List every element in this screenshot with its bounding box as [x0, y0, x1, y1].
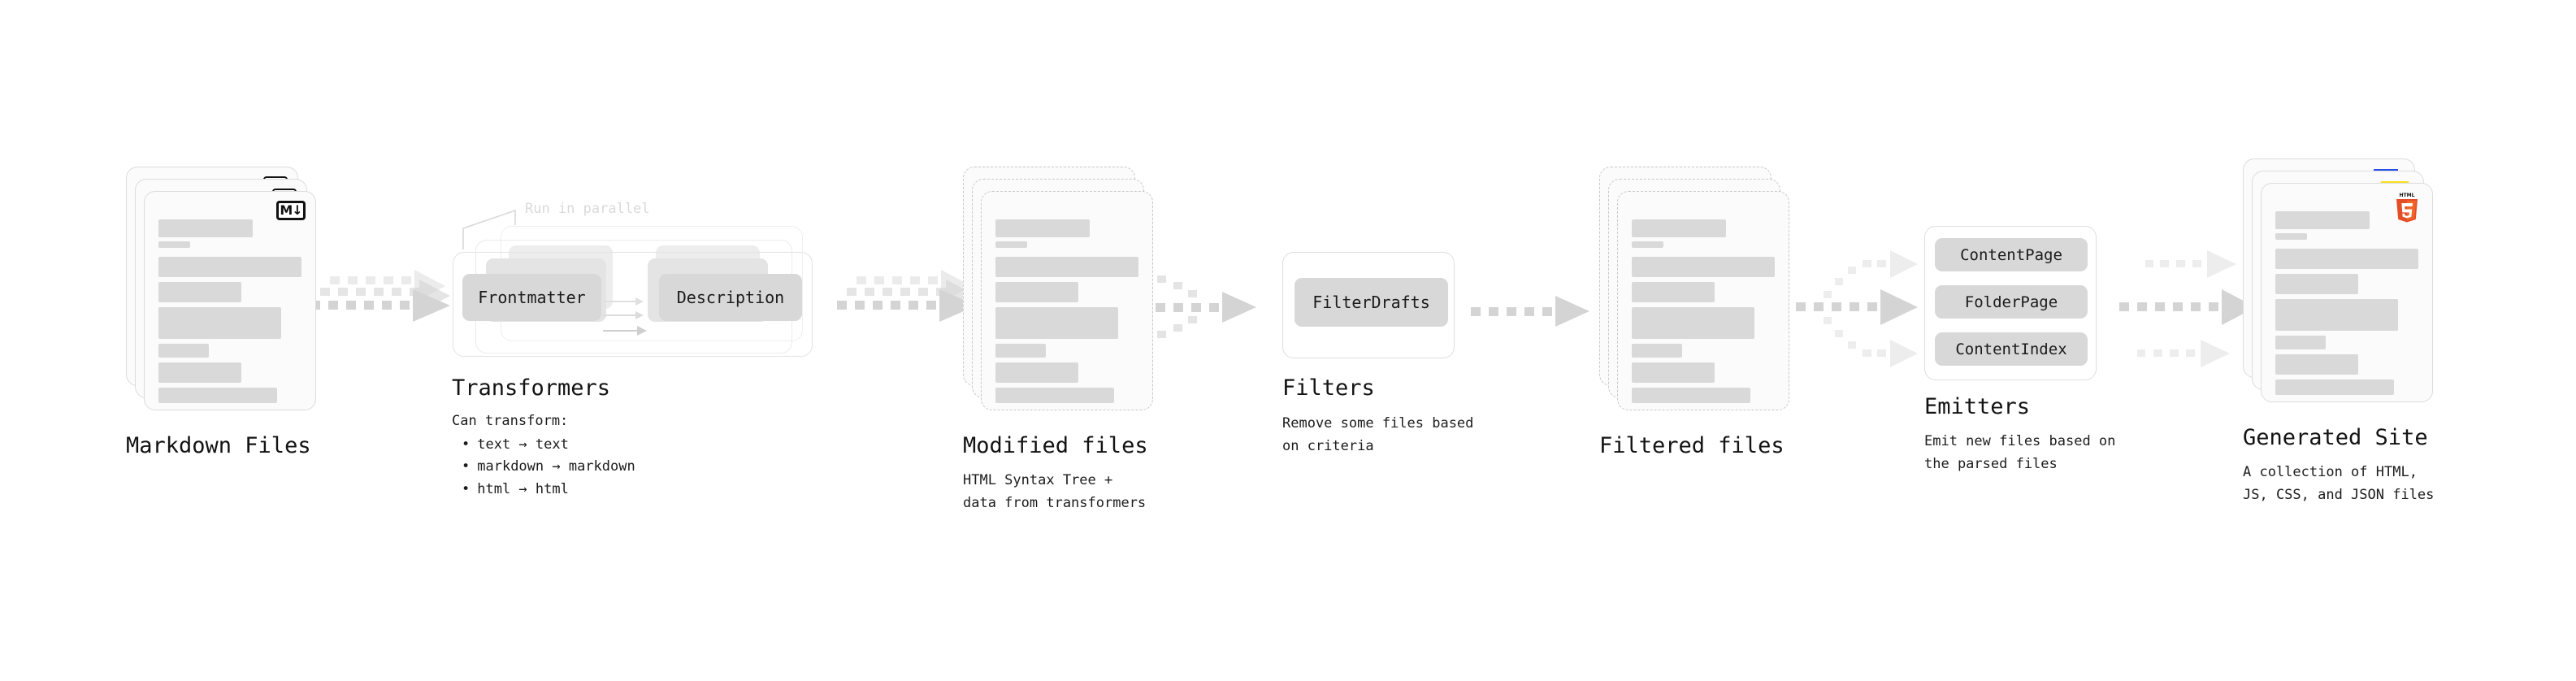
transformer-internal-arrows [603, 297, 647, 336]
skeleton-bar [2275, 380, 2395, 395]
stage-modified-files [963, 167, 1153, 410]
stage-desc-modified-files: HTML Syntax Tree + data from transformer… [963, 472, 1147, 511]
stage-title-generated-site: Generated Site [2243, 425, 2428, 450]
skeleton-bar [158, 388, 278, 403]
connector-modified-to-filters [1138, 272, 1256, 341]
chip-description[interactable]: Description [659, 274, 802, 321]
chip-frontmatter[interactable]: Frontmatter [462, 274, 601, 321]
transformers-capabilities: Can transform: text → text markdown → ma… [452, 410, 635, 501]
skeleton-bar [2275, 336, 2326, 349]
stage-title-filtered-files: Filtered files [1599, 433, 1785, 458]
skeleton-bar [158, 219, 254, 237]
skeleton-bar [158, 307, 282, 339]
markdown-icon: M↓ [276, 201, 306, 220]
document-skeleton [1632, 219, 1775, 408]
svg-text:HTML: HTML [2400, 193, 2415, 198]
stage-filtered-files [1599, 167, 1789, 410]
document-card-front: HTML [2261, 183, 2433, 402]
skeleton-bar [995, 344, 1046, 358]
skeleton-bar [1632, 282, 1715, 302]
skeleton-bar [1632, 219, 1727, 237]
skeleton-bar [2275, 354, 2359, 375]
stage-emitters: ContentPage FolderPage ContentIndex [1924, 226, 2097, 380]
skeleton-bar [158, 241, 190, 248]
document-skeleton [2275, 211, 2418, 400]
skeleton-bar [1632, 257, 1775, 277]
skeleton-bar [995, 388, 1115, 403]
run-in-parallel-bracket [462, 209, 516, 249]
connector-emitters-to-site [2119, 250, 2256, 367]
chip-filterdrafts[interactable]: FilterDrafts [1295, 278, 1448, 327]
document-card-front: M↓ [144, 191, 316, 410]
transform-rule: markdown → markdown [462, 456, 635, 479]
stage-desc-emitters: Emit new files based on the parsed files [1924, 433, 2116, 472]
run-in-parallel-label: Run in parallel [525, 201, 650, 217]
transformers-lead: Can transform: [452, 413, 569, 429]
chip-contentindex[interactable]: ContentIndex [1935, 332, 2088, 366]
document-card-front [981, 191, 1153, 410]
skeleton-bar [995, 282, 1079, 302]
stage-desc-filters: Remove some files based on criteria [1282, 415, 1474, 454]
skeleton-bar [2275, 233, 2307, 240]
skeleton-bar [1632, 307, 1755, 339]
skeleton-bar [2275, 299, 2399, 331]
html5-icon: HTML [2393, 191, 2421, 223]
skeleton-bar [995, 219, 1091, 237]
stage-markdown-files: M↓ M↓ M↓ [126, 167, 316, 410]
skeleton-bar [995, 362, 1079, 383]
skeleton-bar [158, 257, 301, 277]
connector-filters-to-filtered [1471, 296, 1589, 327]
document-card-front [1617, 191, 1789, 410]
chip-contentpage[interactable]: ContentPage [1935, 238, 2088, 271]
stage-title-modified-files: Modified files [963, 433, 1148, 458]
document-skeleton [158, 219, 301, 408]
skeleton-bar [158, 362, 242, 383]
connector-transformers-to-modified [837, 270, 977, 322]
skeleton-bar [2275, 211, 2370, 229]
skeleton-bar [158, 282, 242, 302]
stage-desc-generated-site: A collection of HTML, JS, CSS, and JSON … [2243, 464, 2435, 503]
skeleton-bar [2275, 249, 2418, 269]
transformer-frame-front: Frontmatter Description [453, 252, 813, 357]
stage-filters: FilterDrafts [1282, 252, 1455, 358]
stage-title-filters: Filters [1282, 375, 1375, 401]
transform-rule: html → html [462, 479, 635, 501]
skeleton-bar [1632, 362, 1715, 383]
stage-title-transformers: Transformers [452, 375, 611, 401]
skeleton-bar [995, 241, 1027, 248]
skeleton-bar [158, 344, 209, 358]
connector-filtered-to-emitters [1778, 250, 1918, 367]
skeleton-bar [1632, 344, 1682, 358]
skeleton-bar [995, 307, 1119, 339]
stage-title-emitters: Emitters [1924, 394, 2031, 419]
connector-md-to-transformers [310, 270, 450, 322]
transform-rule: text → text [462, 434, 635, 457]
skeleton-bar [995, 257, 1138, 277]
chip-folderpage[interactable]: FolderPage [1935, 285, 2088, 319]
document-skeleton [995, 219, 1138, 408]
skeleton-bar [2275, 274, 2359, 294]
skeleton-bar [1632, 241, 1663, 248]
stage-generated-site: CSS HTML [2243, 158, 2433, 402]
stage-title-markdown-files: Markdown Files [126, 433, 311, 458]
skeleton-bar [1632, 388, 1751, 403]
